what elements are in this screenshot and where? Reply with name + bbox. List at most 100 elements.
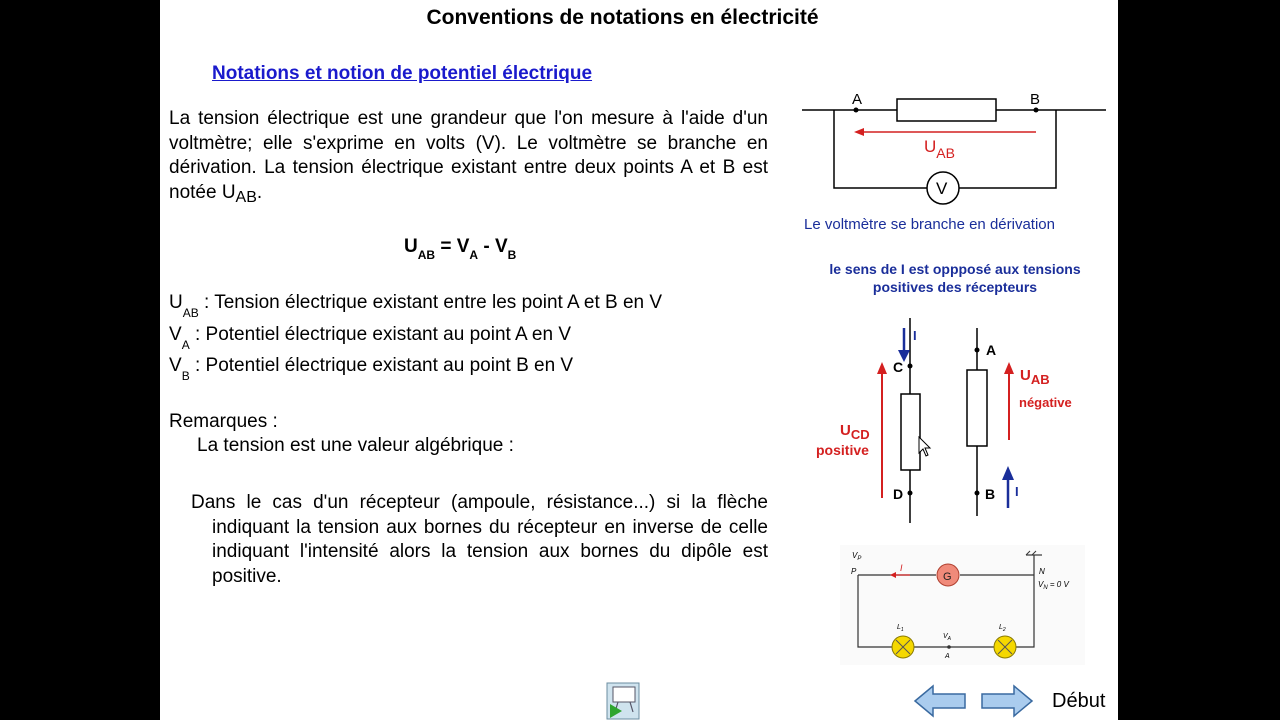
- potential-formula: UAB = VA - VB: [404, 236, 516, 262]
- formula-u-sub: AB: [417, 248, 436, 262]
- diagram-background: [840, 545, 1085, 665]
- generator-symbol: [936, 563, 960, 587]
- ucd-u: U: [840, 422, 851, 439]
- caption-line-2: positives des récepteurs: [872, 279, 1038, 295]
- start-link[interactable]: Début: [1052, 690, 1106, 712]
- va-label: VA: [943, 633, 952, 642]
- node-a: [853, 107, 859, 113]
- label-d: D: [893, 486, 903, 502]
- generator-label: G: [943, 571, 952, 583]
- ucd-label: UCD: [840, 422, 870, 442]
- a-label: A: [944, 653, 950, 660]
- formula-vb-sub: B: [507, 248, 517, 262]
- l1-l: L: [897, 624, 901, 631]
- def-text: : Potentiel électrique existant au point…: [189, 355, 574, 376]
- formula-u: U: [404, 236, 418, 257]
- intro-sub: AB: [235, 188, 257, 206]
- slide-title: Conventions de notations en électricité: [426, 6, 819, 29]
- right-arrow-icon: [981, 684, 1034, 718]
- l2-l: L: [999, 624, 1003, 631]
- wire: [959, 110, 1057, 189]
- ucd-sub: CD: [851, 427, 870, 442]
- vp-sub: P: [857, 556, 861, 562]
- previous-slide-button[interactable]: [913, 684, 967, 718]
- ucd-arrowhead: [877, 362, 887, 374]
- cursor-shape: [918, 436, 932, 457]
- def-symbol: V: [169, 324, 182, 345]
- label-b: B: [985, 486, 995, 502]
- node-c: [907, 363, 913, 369]
- intro-end: .: [256, 181, 263, 203]
- voltage-u: U: [924, 137, 936, 156]
- node-a: [947, 645, 951, 649]
- icon-leg: [629, 701, 634, 713]
- vn-v: V: [1038, 580, 1044, 589]
- current-arrowhead: [1002, 466, 1014, 480]
- wire: [1016, 575, 1035, 648]
- sign-convention-diagram: C D I UCD positive A B I UAB négative: [816, 318, 1072, 523]
- current-arrowhead: [890, 572, 896, 578]
- voltage-arrowhead: [854, 128, 864, 136]
- slideshow-icon[interactable]: [606, 682, 640, 720]
- vp-v: V: [852, 551, 858, 560]
- current-label-bottom: I: [1015, 484, 1019, 499]
- uab-u: U: [1020, 367, 1031, 384]
- current-label: I: [900, 563, 903, 573]
- node-d: [907, 490, 913, 496]
- slide: Conventions de notations en électricité …: [160, 0, 1118, 720]
- potential-circuit-diagram: G I VP P N VN = 0 V L1 L2 VA A: [840, 545, 1085, 665]
- formula-eq: = V: [435, 236, 470, 257]
- intro-paragraph: La tension électrique est une grandeur q…: [169, 107, 768, 210]
- sign-convention-caption: le sens de I est oppposé aux tensions po…: [800, 260, 1110, 296]
- uab-sign: négative: [1019, 395, 1072, 410]
- mouse-cursor-icon: [918, 436, 932, 457]
- def-sub: A: [181, 338, 190, 352]
- definition-uab: UAB : Tension électrique existant entre …: [169, 292, 662, 320]
- def-symbol: V: [169, 355, 182, 376]
- ground-hatch: [1025, 550, 1031, 556]
- uab-label: UAB: [1020, 367, 1050, 387]
- label-b: B: [1030, 91, 1040, 108]
- receiver-ab: [966, 369, 988, 447]
- l1-label: L1: [897, 624, 904, 633]
- uab-sub: AB: [1031, 372, 1050, 387]
- left-arrow-icon: [913, 684, 966, 718]
- def-sub: B: [181, 369, 190, 383]
- current-label-top: I: [913, 328, 917, 343]
- node-b: [974, 490, 980, 496]
- voltmeter-label: V: [936, 179, 948, 198]
- remarks-line: La tension est une valeur algébrique :: [197, 435, 514, 456]
- voltmeter-caption: Le voltmètre se branche en dérivation: [804, 216, 1055, 233]
- definition-vb: VB : Potentiel électrique existant au po…: [169, 355, 573, 383]
- formula-minus: - V: [478, 236, 508, 257]
- wire: [857, 575, 892, 648]
- def-text: : Tension électrique existant entre les …: [198, 292, 663, 313]
- l2-label: L2: [999, 624, 1006, 633]
- vn-label: VN = 0 V: [1038, 580, 1069, 591]
- def-text: : Potentiel électrique existant au point…: [189, 324, 572, 345]
- label-a: A: [986, 342, 996, 358]
- vp-label: VP: [852, 551, 861, 562]
- vn-sub: N: [1043, 585, 1048, 591]
- def-sub: AB: [182, 306, 199, 320]
- definition-va: VA : Potentiel électrique existant au po…: [169, 324, 571, 352]
- p-label: P: [851, 567, 857, 576]
- next-slide-button[interactable]: [980, 684, 1034, 718]
- remarks-paragraph: Dans le cas d'un récepteur (ampoule, rés…: [191, 492, 768, 587]
- voltmeter-symbol: [926, 171, 960, 205]
- uab-arrowhead: [1004, 362, 1014, 374]
- resistor: [896, 98, 997, 122]
- remarks-title: Remarques :: [169, 411, 278, 432]
- va-sub: A: [947, 636, 952, 642]
- voltmeter-diagram: A B V UAB Le voltmètre se branche en dér…: [802, 91, 1106, 233]
- l2-sub: 2: [1002, 627, 1006, 633]
- node-a: [974, 347, 980, 353]
- def-symbol: U: [169, 292, 183, 313]
- receiver-cd: [900, 393, 921, 471]
- vn-eq: = 0 V: [1048, 580, 1070, 589]
- icon-play: [610, 704, 622, 718]
- voltage-sub: AB: [936, 145, 955, 161]
- l1-sub: 1: [901, 627, 904, 633]
- label-a: A: [852, 91, 862, 108]
- caption-line-1: le sens de I est oppposé aux tensions: [829, 261, 1081, 277]
